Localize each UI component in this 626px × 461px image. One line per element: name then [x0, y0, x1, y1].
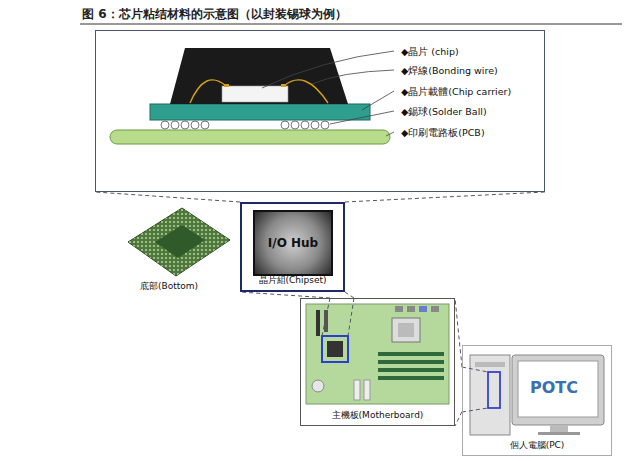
chip-bottom-photo: [128, 208, 230, 276]
caption: 個人電腦(PC): [463, 439, 611, 452]
motherboard-frame: 主機板(Motherboard): [300, 298, 455, 426]
caption: 主機板(Motherboard): [301, 409, 454, 422]
screen-logo: POTC: [530, 378, 578, 397]
title-rule: [80, 24, 622, 25]
callout-label: ◆晶片 (chip): [401, 46, 459, 59]
motherboard-drawing: [306, 298, 449, 404]
callout-label: ◆印刷電路板(PCB): [401, 127, 485, 140]
pc-frame: 個人電腦(PC): [462, 345, 612, 456]
io-hub-chip: I/O Hub: [253, 210, 333, 276]
figure-title: 图 6：芯片粘结材料的示意图（以封装锡球为例）: [82, 6, 347, 23]
callout-label: ◆晶片載體(Chip carrier): [401, 86, 511, 99]
package-cross-section: [110, 48, 390, 144]
callout-label: ◆焊線(Bonding wire): [401, 65, 498, 78]
pc-drawing: [462, 355, 604, 435]
zoom-line: [455, 298, 462, 426]
callout-label: ◆錫球(Solder Ball): [401, 106, 487, 119]
chipset-frame: 晶片組(Chipset)I/O Hub: [240, 202, 345, 292]
leader-lines: [262, 51, 394, 136]
zoom-line: [95, 192, 545, 202]
chip-label: I/O Hub: [255, 236, 331, 250]
detail-frame: ◆晶片 (chip) ◆焊線(Bonding wire) ◆晶片載體(Chip ca…: [95, 30, 545, 192]
photo-caption: 底部(Bottom): [140, 280, 198, 293]
